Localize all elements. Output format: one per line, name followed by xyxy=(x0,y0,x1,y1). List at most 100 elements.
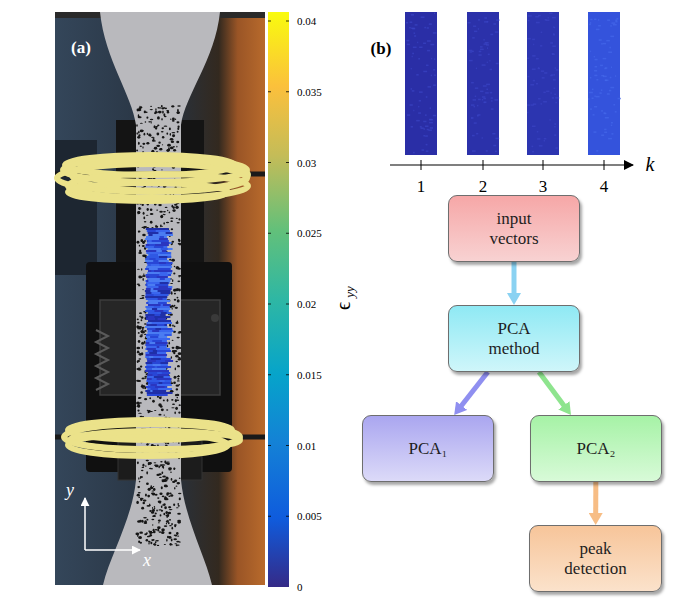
speckle-dot xyxy=(146,532,148,534)
strain-strip xyxy=(159,286,168,288)
box-text: input vectors xyxy=(472,209,556,249)
bar-texture-mark xyxy=(596,96,600,98)
bar-texture-mark xyxy=(431,58,432,60)
strain-bar xyxy=(467,12,499,155)
bar-texture-mark xyxy=(527,76,529,78)
speckle-dot xyxy=(176,141,179,143)
bar-texture-mark xyxy=(601,89,603,91)
strain-strip xyxy=(159,274,168,276)
extensometer-spring xyxy=(96,330,108,390)
strain-bar xyxy=(405,12,437,155)
speckle-dot xyxy=(151,137,155,138)
speckle-dot xyxy=(165,462,168,464)
strain-strip xyxy=(146,288,172,290)
colorbar-tick xyxy=(286,516,289,517)
speckle-dot xyxy=(146,215,149,216)
bar-texture-mark xyxy=(604,132,607,134)
speckle-dot xyxy=(177,378,179,380)
strain-strip xyxy=(147,354,153,356)
colorbar-title-subscript: yy xyxy=(343,286,356,298)
speckle-dot xyxy=(142,146,143,148)
speckle-dot xyxy=(146,483,149,486)
speckle-dot xyxy=(141,470,144,472)
speckle-dot xyxy=(150,106,152,107)
speckle-dot xyxy=(161,169,162,170)
bar-texture-mark xyxy=(420,127,423,129)
speckle-dot xyxy=(157,545,160,546)
speckle-dot xyxy=(141,319,143,321)
bar-texture-mark xyxy=(541,103,542,105)
bar-texture-mark xyxy=(615,21,617,23)
speckle-dot xyxy=(176,146,177,148)
speckle-dot xyxy=(176,346,180,347)
speckle-dot xyxy=(174,524,176,527)
speckle-dot xyxy=(138,398,141,400)
speckle-dot xyxy=(138,540,140,543)
strain-strip xyxy=(146,298,167,300)
bar-texture-mark xyxy=(527,58,529,60)
strain-strip xyxy=(147,394,168,396)
speckle-dot xyxy=(178,357,181,359)
bar-texture-mark xyxy=(550,42,553,44)
bar-texture-mark xyxy=(480,46,483,48)
bar-texture-mark xyxy=(552,17,556,19)
speckle-dot xyxy=(137,494,140,497)
strain-strip xyxy=(148,254,171,256)
bar-texture-mark xyxy=(468,22,471,24)
speckle-dot xyxy=(138,402,140,405)
speckle-dot xyxy=(141,276,143,277)
bar-texture-mark xyxy=(489,60,490,62)
speckle-dot xyxy=(159,396,162,399)
bar-texture-mark xyxy=(482,137,483,139)
speckle-dot xyxy=(164,525,168,527)
speckle-dot xyxy=(171,228,173,230)
bar-texture-mark xyxy=(609,90,611,92)
speckle-dot xyxy=(174,543,177,544)
colorbar-tick xyxy=(268,445,271,446)
speckle-dot xyxy=(139,316,141,318)
bar-texture-mark xyxy=(415,24,418,26)
speckle-dot xyxy=(138,368,141,371)
strain-strip xyxy=(148,330,174,332)
strain-strip xyxy=(145,370,169,372)
strain-strip xyxy=(145,294,168,296)
speckle-dot xyxy=(174,204,178,206)
speckle-dot xyxy=(147,536,150,538)
speckle-dot xyxy=(166,409,168,411)
bar-texture-mark xyxy=(430,44,434,46)
bar-texture-mark xyxy=(554,74,555,76)
axis-tick-label: 2 xyxy=(479,178,488,195)
speckle-dot xyxy=(140,391,142,393)
strain-strip xyxy=(145,344,167,346)
strain-strip xyxy=(151,358,161,360)
strain-strip xyxy=(154,246,163,248)
speckle-dot xyxy=(176,486,178,487)
bar-texture-mark xyxy=(595,59,598,61)
speckle-dot xyxy=(164,479,167,481)
speckle-dot xyxy=(171,538,173,541)
bar-texture-mark xyxy=(484,17,487,19)
strain-strip xyxy=(146,252,171,254)
strain-strip xyxy=(146,250,167,252)
bar-texture-mark xyxy=(593,114,595,116)
bar-texture-mark xyxy=(491,97,493,99)
speckle-dot xyxy=(172,347,175,349)
strain-strip xyxy=(155,366,158,368)
bar-texture-mark xyxy=(490,92,492,94)
strain-strip xyxy=(146,244,169,246)
speckle-dot xyxy=(138,107,141,110)
bar-texture-mark xyxy=(426,150,429,152)
speckle-dot xyxy=(163,513,165,515)
bar-texture-mark xyxy=(528,15,532,17)
speckle-dot xyxy=(137,269,140,270)
speckle-dot xyxy=(179,404,181,406)
speckle-dot xyxy=(164,497,167,499)
strain-strip xyxy=(145,284,168,286)
strain-strip xyxy=(146,318,166,320)
strain-strip xyxy=(147,262,173,264)
bar-texture-mark xyxy=(601,75,604,77)
speckle-dot xyxy=(169,509,173,510)
strain-strip xyxy=(158,298,163,300)
bar-texture-mark xyxy=(487,62,488,64)
bar-texture-mark xyxy=(596,29,600,31)
